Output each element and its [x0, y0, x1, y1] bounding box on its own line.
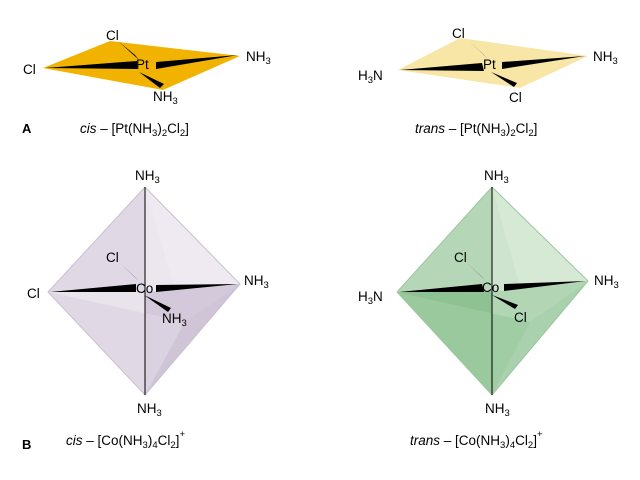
- cis-co-ligand-front: NH3: [162, 311, 187, 329]
- trans-pt-complex: Pt Cl H3N NH3 Cl: [358, 26, 618, 105]
- trans-pt-metal: Pt: [483, 57, 496, 72]
- trans-co-octahedron: Co NH3 NH3 H3N NH3 Cl Cl: [358, 168, 619, 419]
- cis-pt-bond-right: [156, 55, 238, 69]
- trans-pt-bond-up: [468, 40, 488, 59]
- cis-pt-ligand-down: NH3: [153, 89, 178, 107]
- cis-co-ligand-top: NH3: [135, 168, 160, 186]
- cis-co-ligand-bottom: NH3: [137, 401, 162, 419]
- cis-pt-square-plane: [43, 41, 240, 90]
- trans-co-ligand-right: NH3: [594, 273, 619, 291]
- trans-co-face: [397, 187, 530, 322]
- trans-co-face: [397, 292, 530, 395]
- cis-pt-metal: Pt: [136, 57, 149, 72]
- panel-b-label: B: [22, 437, 31, 452]
- cis-pt-complex: Pt Cl Cl NH3 NH3: [23, 28, 271, 107]
- cis-co-octahedron: Co NH3 NH3 Cl NH3 Cl NH3: [27, 168, 269, 419]
- cis-pt-bond-left: [45, 61, 137, 69]
- trans-co-ligand-front: Cl: [514, 310, 527, 325]
- trans-co-ligand-top: NH3: [484, 168, 509, 186]
- cis-co-ligand-back: Cl: [106, 250, 119, 265]
- trans-pt-ligand-up: Cl: [452, 26, 465, 41]
- trans-pt-caption: trans – [Pt(NH3)2Cl2]: [415, 121, 537, 139]
- trans-pt-bond-right: [502, 56, 585, 69]
- cis-co-ligand-left: Cl: [27, 286, 40, 301]
- trans-pt-ligand-left: H3N: [358, 68, 383, 86]
- trans-co-bond-left: [399, 284, 484, 292]
- trans-co-ligand-back: Cl: [454, 250, 467, 265]
- cis-co-bond-back: [120, 263, 139, 281]
- cis-co-ligand-right: NH3: [244, 273, 269, 291]
- trans-pt-bond-left: [400, 63, 484, 71]
- cis-co-bond-right: [156, 284, 238, 292]
- cis-pt-caption: cis – [Pt(NH3)2Cl2]: [80, 121, 189, 139]
- cis-co-face: [48, 292, 185, 395]
- trans-co-metal: Co: [482, 280, 499, 295]
- cis-co-caption: cis – [Co(NH3)4Cl2]+: [66, 429, 185, 451]
- trans-co-bond-front: [492, 295, 518, 309]
- cis-pt-bond-up: [118, 41, 139, 60]
- cis-pt-ligand-right: NH3: [246, 49, 271, 67]
- trans-pt-ligand-down: Cl: [509, 90, 522, 105]
- trans-co-caption: trans – [Co(NH3)4Cl2]+: [410, 429, 543, 451]
- trans-co-ligand-left: H3N: [358, 289, 383, 307]
- cis-co-bond-left: [50, 284, 136, 292]
- cis-pt-ligand-up: Cl: [106, 28, 119, 43]
- trans-co-ligand-bottom: NH3: [485, 401, 510, 419]
- cis-pt-ligand-left: Cl: [23, 62, 36, 77]
- cis-pt-bond-down: [139, 72, 164, 88]
- trans-pt-ligand-right: NH3: [593, 49, 618, 67]
- cis-co-bond-front: [144, 295, 171, 312]
- cis-co-metal: Co: [136, 281, 153, 296]
- trans-co-bond-back: [466, 262, 485, 280]
- cis-co-face: [48, 187, 185, 322]
- trans-pt-square-plane: [398, 38, 588, 88]
- panel-a-label: A: [22, 121, 32, 136]
- trans-pt-bond-down: [491, 72, 517, 87]
- trans-co-bond-right: [504, 281, 586, 291]
